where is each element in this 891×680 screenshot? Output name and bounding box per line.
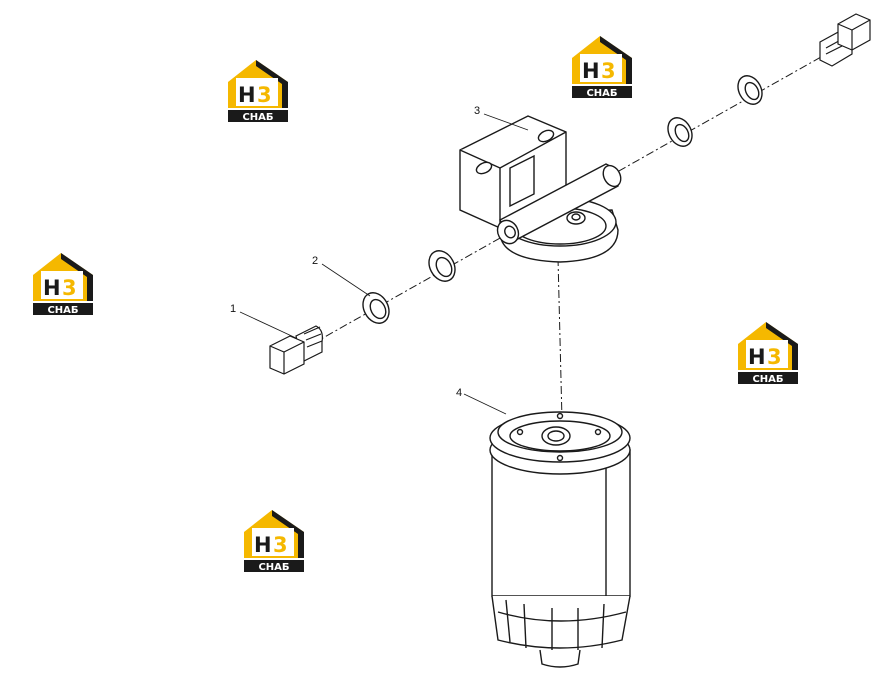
banjo-bolt-right: [819, 13, 871, 67]
callout-4: 4: [456, 387, 462, 399]
watermark-caption: СНАБ: [586, 88, 617, 99]
watermark-logo-1: СНАБ: [228, 60, 288, 123]
watermark-caption: СНАБ: [258, 562, 289, 573]
callout-1: 1: [230, 303, 236, 315]
leader-4: [463, 393, 507, 415]
fuel-filter-canister: [489, 411, 631, 668]
callout-3: 3: [474, 105, 480, 117]
watermark-logo-3: СНАБ: [33, 253, 93, 316]
callout-2: 2: [312, 255, 318, 267]
sealing-washer-left-inner: [428, 250, 456, 282]
watermark-caption: СНАБ: [242, 112, 273, 123]
sealing-washer-right-outer: [737, 75, 763, 105]
leader-2: [321, 263, 371, 297]
leader-3: [483, 113, 529, 131]
watermark-logo-4: СНАБ: [738, 322, 798, 385]
leader-1: [239, 311, 297, 339]
watermark-logo-2: СНАБ: [572, 36, 632, 99]
sealing-washer-left-outer: [362, 292, 390, 324]
watermark-logo-5: СНАБ: [244, 510, 304, 573]
watermark-caption: СНАБ: [47, 305, 78, 316]
banjo-bolt-left: [269, 325, 323, 375]
watermark-caption: СНАБ: [752, 374, 783, 385]
vertical-axis-line: [557, 257, 563, 421]
sealing-washer-right-inner: [667, 117, 693, 147]
filter-head: [459, 115, 622, 263]
leader-lines: [239, 113, 529, 415]
